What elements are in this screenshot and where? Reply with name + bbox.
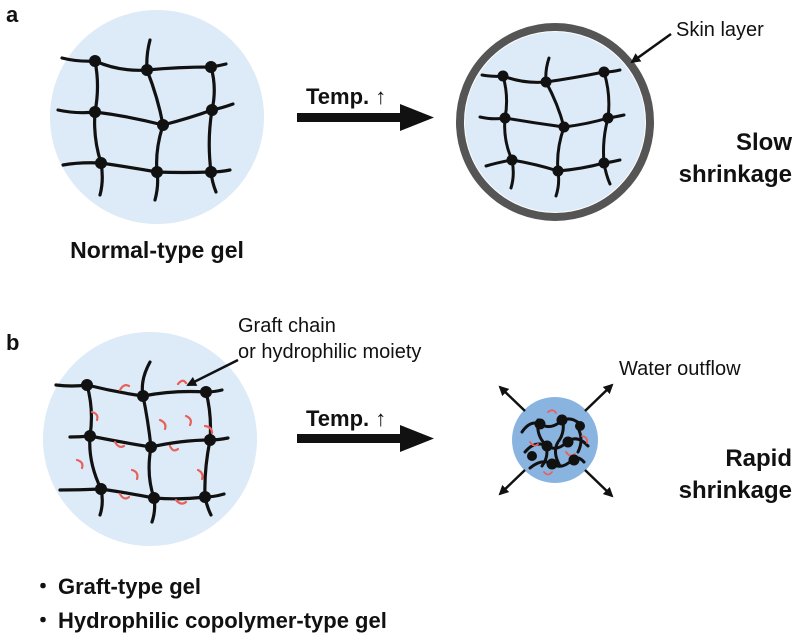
skin-layer-ring [456, 23, 654, 221]
gel-type-bullet-2: ・ [32, 608, 54, 633]
graft-chain-pointer [186, 358, 239, 387]
graft-chains [75, 379, 214, 505]
graft-gel-before [43, 332, 257, 546]
gel-type-bullet-1: ・ [32, 574, 54, 599]
temp-arrow-label-b: Temp. ↑ [306, 406, 386, 431]
outflow-arrow-down-right [584, 469, 614, 498]
skin-layer-label: Skin layer [676, 19, 764, 41]
gel-type-item-1: Graft-type gel [58, 574, 201, 599]
temp-arrow-label-a: Temp. ↑ [306, 84, 386, 109]
skin-layer-pointer [630, 32, 672, 64]
rapid-shrinkage-line1: Rapid [725, 445, 792, 472]
panel-b-letter: b [6, 330, 19, 355]
slow-shrinkage-line2: shrinkage [679, 161, 792, 188]
water-outflow-arrows [498, 383, 614, 498]
gel-type-item-2: Hydrophilic copolymer-type gel [58, 608, 387, 633]
water-outflow-label: Water outflow [619, 358, 741, 380]
outflow-arrow-up-right [584, 383, 614, 412]
temp-increase-arrow-a [297, 104, 434, 131]
graft-chain-label-line2: or hydrophilic moiety [238, 341, 421, 363]
normal-gel-label: Normal-type gel [70, 237, 244, 263]
outflow-arrow-up-left [498, 385, 526, 412]
graft-chain-label-line1: Graft chain [238, 315, 336, 337]
crosslink-nodes-after [497, 66, 614, 177]
crosslink-nodes [89, 55, 218, 178]
normal-gel-after [456, 23, 654, 221]
graft-gel-after [512, 397, 598, 483]
outflow-arrow-down-left [498, 469, 526, 496]
slow-shrinkage-line1: Slow [736, 129, 792, 156]
normal-gel-before [50, 10, 264, 224]
panel-a-letter: a [6, 2, 19, 27]
gel-body-inner [465, 32, 645, 212]
temp-increase-arrow-b [297, 425, 434, 452]
crosslink-nodes-b [81, 379, 216, 504]
rapid-shrinkage-line2: shrinkage [679, 477, 792, 504]
collapsed-nodes [527, 414, 585, 470]
